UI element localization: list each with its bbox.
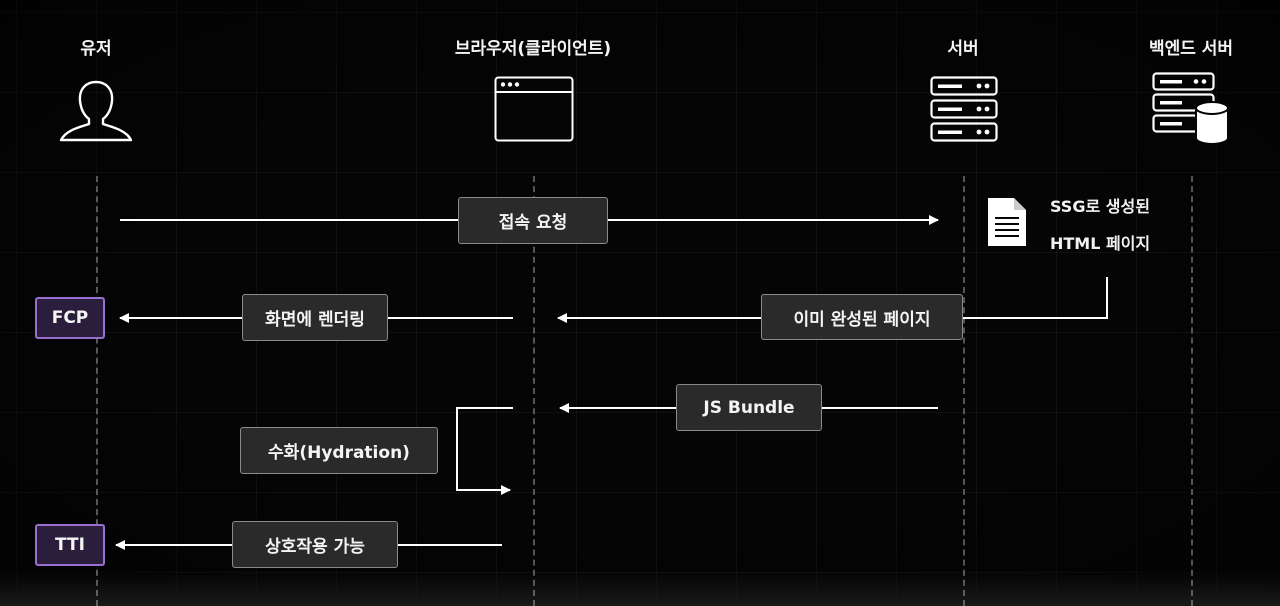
server-rack-icon (930, 76, 998, 142)
user-silhouette-icon (59, 80, 133, 142)
message-hydration: 수화(Hydration) (240, 427, 438, 474)
lifeline-browser (533, 176, 535, 606)
lifeline-server (963, 176, 965, 606)
message-prebuilt-page: 이미 완성된 페이지 (761, 294, 963, 340)
lane-title-server: 서버 (947, 39, 979, 59)
ssg-note-line1: SSG로 생성된 (1050, 197, 1150, 216)
lane-title-backend: 백엔드 서버 (1148, 39, 1234, 59)
browser-window-icon (494, 76, 574, 142)
document-icon (988, 198, 1026, 246)
message-js-bundle: JS Bundle (676, 384, 822, 431)
lifeline-backend (1191, 176, 1193, 606)
lane-title-browser: 브라우저(클라이언트) (454, 39, 612, 59)
milestone-tti: TTI (35, 524, 105, 566)
lifeline-user (96, 176, 98, 606)
message-render: 화면에 렌더링 (242, 294, 388, 341)
message-request: 접속 요청 (458, 197, 608, 244)
bottom-fade (0, 572, 1280, 606)
lane-title-user: 유저 (80, 39, 112, 59)
arrow-prebuilt-page (557, 277, 1108, 323)
server-database-icon (1152, 72, 1229, 145)
message-interactive: 상호작용 가능 (232, 521, 398, 568)
ssg-note-line2: HTML 페이지 (1050, 234, 1151, 253)
milestone-fcp: FCP (35, 297, 105, 339)
arrow-hydration (456, 407, 513, 495)
